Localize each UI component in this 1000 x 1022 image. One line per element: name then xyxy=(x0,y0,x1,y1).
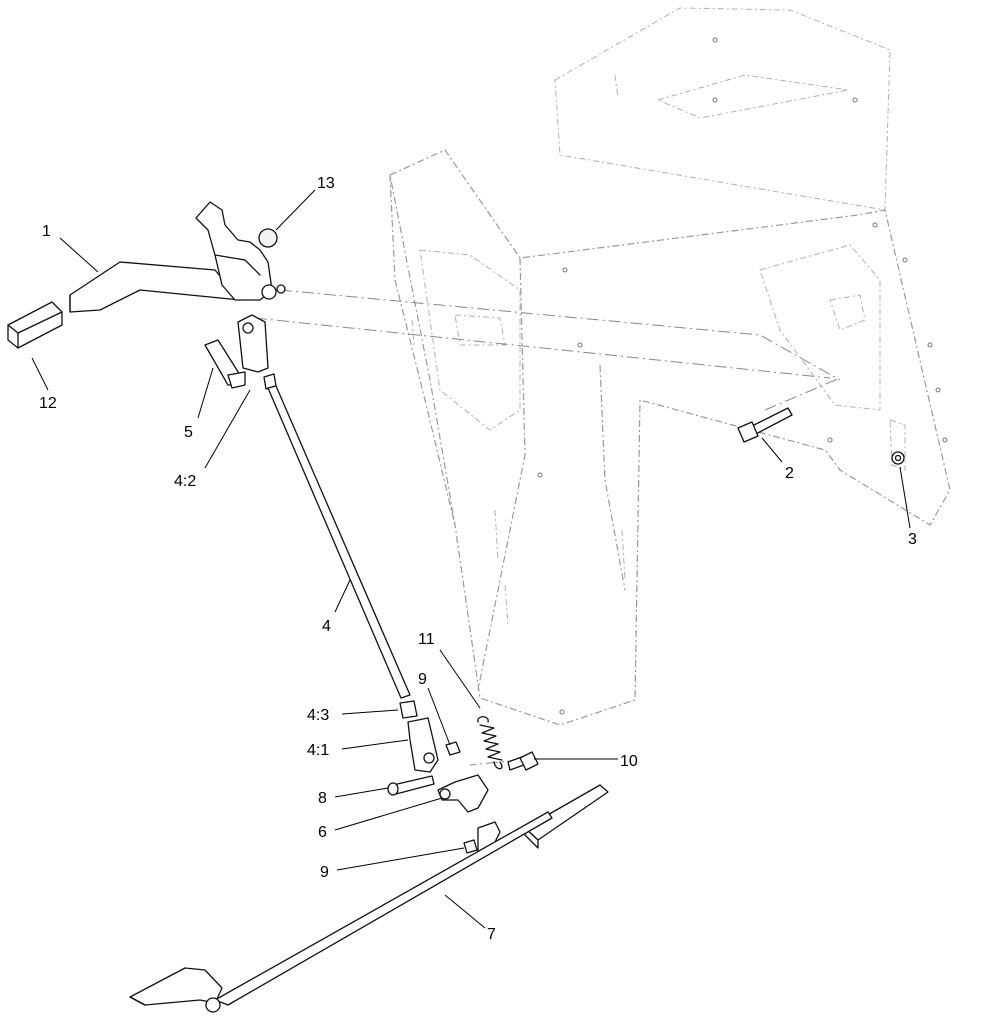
upper-clevis xyxy=(237,314,277,390)
callout-9-upper: 9 xyxy=(418,671,427,688)
callout-2: 2 xyxy=(785,465,794,482)
callout-8: 8 xyxy=(318,790,327,807)
callout-4-2: 4:2 xyxy=(174,473,196,490)
callout-10: 10 xyxy=(620,753,638,770)
frame-outline xyxy=(389,7,951,726)
nut-upper xyxy=(445,741,461,756)
callout-4-3: 4:3 xyxy=(307,707,329,724)
bracket xyxy=(204,339,246,389)
shoulder-bolt xyxy=(507,751,539,771)
leader-lines xyxy=(31,189,911,929)
callout-4-1: 4:1 xyxy=(307,742,329,759)
callout-11: 11 xyxy=(418,631,435,648)
lever xyxy=(437,774,489,813)
callout-6: 6 xyxy=(318,824,327,841)
locknut xyxy=(891,451,905,465)
callout-1: 1 xyxy=(42,223,51,240)
brake-handle xyxy=(69,261,241,313)
callout-4: 4 xyxy=(322,618,331,635)
nut-lower xyxy=(463,839,478,854)
lower-clevis xyxy=(407,717,439,773)
callout-5: 5 xyxy=(184,424,193,441)
spring xyxy=(477,716,503,770)
grip xyxy=(7,301,63,349)
jam-nut xyxy=(399,700,418,719)
callout-7: 7 xyxy=(487,926,496,943)
clevis-pin xyxy=(387,775,435,796)
callout-13: 13 xyxy=(317,175,335,192)
latch-assembly xyxy=(195,201,286,301)
callout-9-lower: 9 xyxy=(320,864,329,881)
rod xyxy=(267,385,411,699)
callout-3: 3 xyxy=(908,531,917,548)
bolt xyxy=(737,407,793,443)
callout-12: 12 xyxy=(39,395,57,412)
assembly-centerlines xyxy=(254,289,841,766)
pedal-bar xyxy=(129,784,609,1013)
